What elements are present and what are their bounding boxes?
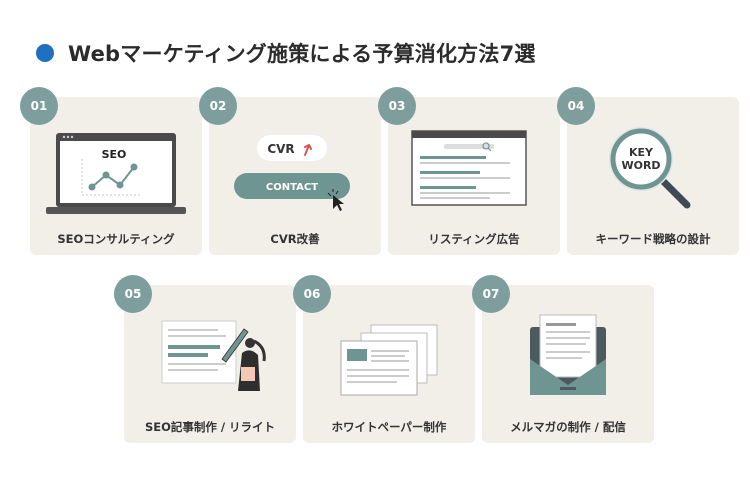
card-number-badge: 07 — [472, 275, 510, 313]
keyword-illus-text-1: KEY — [629, 146, 654, 159]
search-results-window-icon — [411, 130, 527, 206]
laptop-chart-icon: SEO — [46, 133, 186, 214]
page-title: Webマーケティング施策による予算消化方法7選 — [68, 42, 536, 66]
card-label: キーワード戦略の設計 — [595, 232, 711, 246]
card-listing-ads: 03 リスティング広告 — [378, 87, 560, 255]
bullet-dot-icon — [36, 44, 54, 62]
card-label: SEOコンサルティング — [57, 232, 175, 246]
card-number-badge: 04 — [557, 87, 595, 125]
card-keyword-strategy: 04 KEY WORD キーワード戦略の設計 — [557, 87, 739, 255]
keyword-illus-text-2: WORD — [621, 159, 660, 172]
contact-illus-text: CONTACT — [266, 182, 318, 193]
card-label: ホワイトペーパー制作 — [331, 420, 447, 434]
card-label: SEO記事制作 / リライト — [144, 420, 276, 434]
card-number-badge: 06 — [293, 275, 331, 313]
card-seo-consulting: 01 SEO SEOコンサルティング — [20, 87, 202, 255]
page-header: Webマーケティング施策による予算消化方法7選 — [36, 38, 536, 68]
card-number-badge: 05 — [114, 275, 152, 313]
card-whitepaper: 06 ホワイトペーパー制作 — [293, 275, 475, 443]
envelope-letter-icon — [530, 314, 606, 395]
writer-document-icon — [161, 320, 266, 391]
card-newsletter: 07 メルマガの制作 / 配信 — [472, 275, 654, 443]
magnifier-keyword-icon: KEY WORD — [609, 127, 691, 209]
contact-button-icon: CVR CONTACT — [234, 135, 350, 211]
card-number-badge: 02 — [199, 87, 237, 125]
card-cvr-improvement: 02 CVR CONTACT CVR改善 — [199, 87, 381, 255]
card-number-badge: 01 — [20, 87, 58, 125]
card-label: CVR改善 — [270, 232, 320, 246]
card-label: メルマガの制作 / 配信 — [510, 420, 626, 434]
cvr-illus-text: CVR — [267, 142, 294, 156]
card-seo-article: 05 SEO記事制作 / リライト — [114, 275, 296, 443]
card-label: リスティング広告 — [428, 232, 520, 246]
seo-illus-text: SEO — [102, 148, 127, 161]
card-number-badge: 03 — [378, 87, 416, 125]
stacked-papers-icon — [340, 324, 438, 396]
